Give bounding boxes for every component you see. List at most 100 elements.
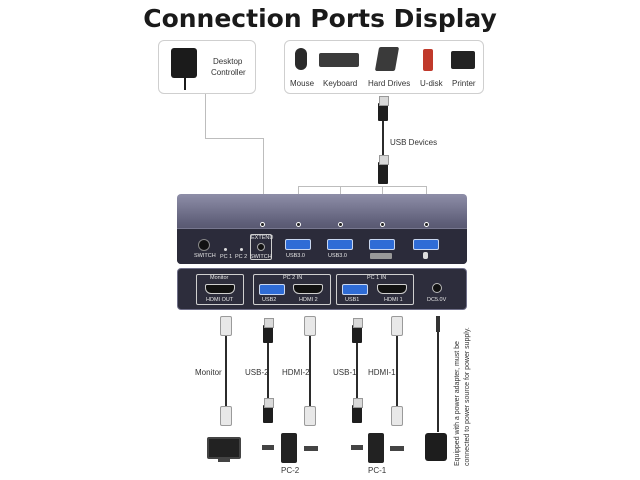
usb2-cable-label: USB-2 (245, 368, 269, 377)
page-title: Connection Ports Display (143, 4, 497, 33)
dc-power-jack[interactable] (432, 283, 442, 293)
dc-label: DC5.0V (427, 297, 447, 303)
printer-icon (451, 51, 475, 69)
desktop-controller-line-v (205, 94, 206, 138)
hdmi-out-label: HDMI OUT (206, 297, 234, 303)
pc2-in-group (253, 274, 331, 305)
hdmi2-port[interactable] (293, 284, 323, 294)
usb2-label: USB2 (262, 297, 277, 303)
power-cable (437, 332, 439, 432)
controller-cord (184, 78, 186, 90)
extend-switch-label: SWITCH (250, 254, 272, 260)
hdmi-out-port[interactable] (205, 284, 235, 294)
usb2-cable-top-plug (263, 318, 274, 343)
hdmi1-cable-top-plug (391, 316, 403, 336)
desktop-controller-box: Desktop Controller (158, 40, 256, 94)
usb2-cable-bottom-plug (263, 398, 274, 423)
pc1-tower-icon (368, 433, 384, 463)
usb1-cable (356, 343, 358, 405)
hdmi1-cable-bottom-plug (391, 406, 403, 426)
desktop-controller-label-2: Controller (211, 68, 246, 77)
mouse-icon (295, 48, 307, 70)
hdmi1-cable (396, 336, 398, 406)
usb2-cable (267, 343, 269, 405)
pc2-tower-icon (281, 433, 297, 463)
extend-switch-jack[interactable] (257, 243, 265, 251)
pc2-label-bottom: PC-2 (281, 466, 300, 475)
monitor-cable (225, 336, 227, 406)
kvm-switch-top-unit (177, 194, 467, 264)
usb-device-label-hard-drives: Hard Drives (368, 79, 411, 88)
usb3-port-2-label: USB3.0 (328, 253, 347, 259)
usb-port-3-marker (380, 222, 385, 227)
monitor-stand (218, 459, 230, 462)
hdmi1-label: HDMI 1 (384, 297, 403, 303)
usb3-port-4[interactable] (413, 239, 439, 250)
usb-hub-line-h (298, 186, 426, 187)
monitor-cable-label: Monitor (195, 368, 222, 377)
usb-device-label-u-disk: U-disk (420, 79, 443, 88)
power-note-line-1: Equipped with a power adapter, must be (454, 341, 461, 466)
usb-port-2-marker (338, 222, 343, 227)
pc2-in-label: PC 2 IN (283, 275, 303, 281)
monitor-port-label: Monitor (210, 275, 229, 281)
usb1-cable-label: USB-1 (333, 368, 357, 377)
pc1-label-bottom: PC-1 (368, 466, 387, 475)
pc2-usb-port-icon (262, 445, 274, 450)
usb3-port-1[interactable] (285, 239, 311, 250)
pc1-usb-port-icon (351, 445, 363, 450)
usb3-port-2[interactable] (327, 239, 353, 250)
monitor-port-group (196, 274, 244, 305)
pc1-in-group (336, 274, 414, 305)
usb-device-label-printer: Printer (452, 79, 476, 88)
hdmi2-cable (309, 336, 311, 406)
usb3-port-4-light (423, 252, 428, 259)
hdmi2-label: HDMI 2 (299, 297, 318, 303)
usb1-port[interactable] (342, 284, 368, 295)
pc2-label: PC 2 (235, 254, 248, 260)
pc1-in-label: PC 1 IN (367, 275, 387, 281)
usb2-port[interactable] (259, 284, 285, 295)
hdmi1-cable-label: HDMI-1 (368, 368, 396, 377)
desktop-controller-line-h (205, 138, 263, 139)
usb-device-label-mouse: Mouse (290, 79, 315, 88)
usb-port-4-marker (424, 222, 429, 227)
hdmi2-cable-label: HDMI-2 (282, 368, 310, 377)
power-plug-tip (436, 316, 440, 332)
hdmi2-cable-top-plug (304, 316, 316, 336)
extend-switch-marker (260, 222, 265, 227)
usb1-label: USB1 (345, 297, 360, 303)
power-note-line-2: connected to power source for power supp… (464, 327, 471, 466)
usb3-port-3[interactable] (369, 239, 395, 250)
usb-devices-box: Mouse Keyboard Hard Drives U-disk Printe… (284, 40, 484, 94)
usb3-port-1-label: USB3.0 (286, 253, 305, 259)
extend-switch-frame (250, 234, 272, 260)
usb-cable-top (382, 121, 384, 155)
keyboard-icon (319, 53, 359, 67)
pc1-hdmi-port-icon (390, 446, 404, 451)
extend-label: EXTEND (251, 235, 274, 241)
monitor-icon (207, 437, 241, 459)
usb-cable-bottom-plug (378, 155, 389, 184)
hdmi2-cable-bottom-plug (304, 406, 316, 426)
hard-drive-icon (374, 47, 400, 71)
pc1-indicator (224, 248, 227, 251)
power-adapter-icon (425, 433, 447, 461)
usb-devices-cable-label: USB Devices (390, 138, 438, 147)
switch-button[interactable] (198, 239, 210, 251)
pc2-indicator (240, 248, 243, 251)
usb1-cable-bottom-plug (352, 398, 363, 423)
usb-cable-top-plug (378, 96, 389, 121)
switch-label: SWITCH (194, 253, 216, 259)
usb-device-label-keyboard: Keyboard (323, 79, 358, 88)
desktop-controller-label-1: Desktop (213, 57, 243, 66)
usb-port-1-marker (296, 222, 301, 227)
monitor-cable-bottom-plug (220, 406, 232, 426)
pc1-label: PC 1 (220, 254, 233, 260)
desktop-controller-icon (171, 48, 197, 78)
hdmi1-port[interactable] (377, 284, 407, 294)
pc2-hdmi-port-icon (304, 446, 318, 451)
u-disk-icon (423, 49, 433, 71)
desktop-controller-line-v2 (263, 138, 264, 224)
monitor-cable-top-plug (220, 316, 232, 336)
